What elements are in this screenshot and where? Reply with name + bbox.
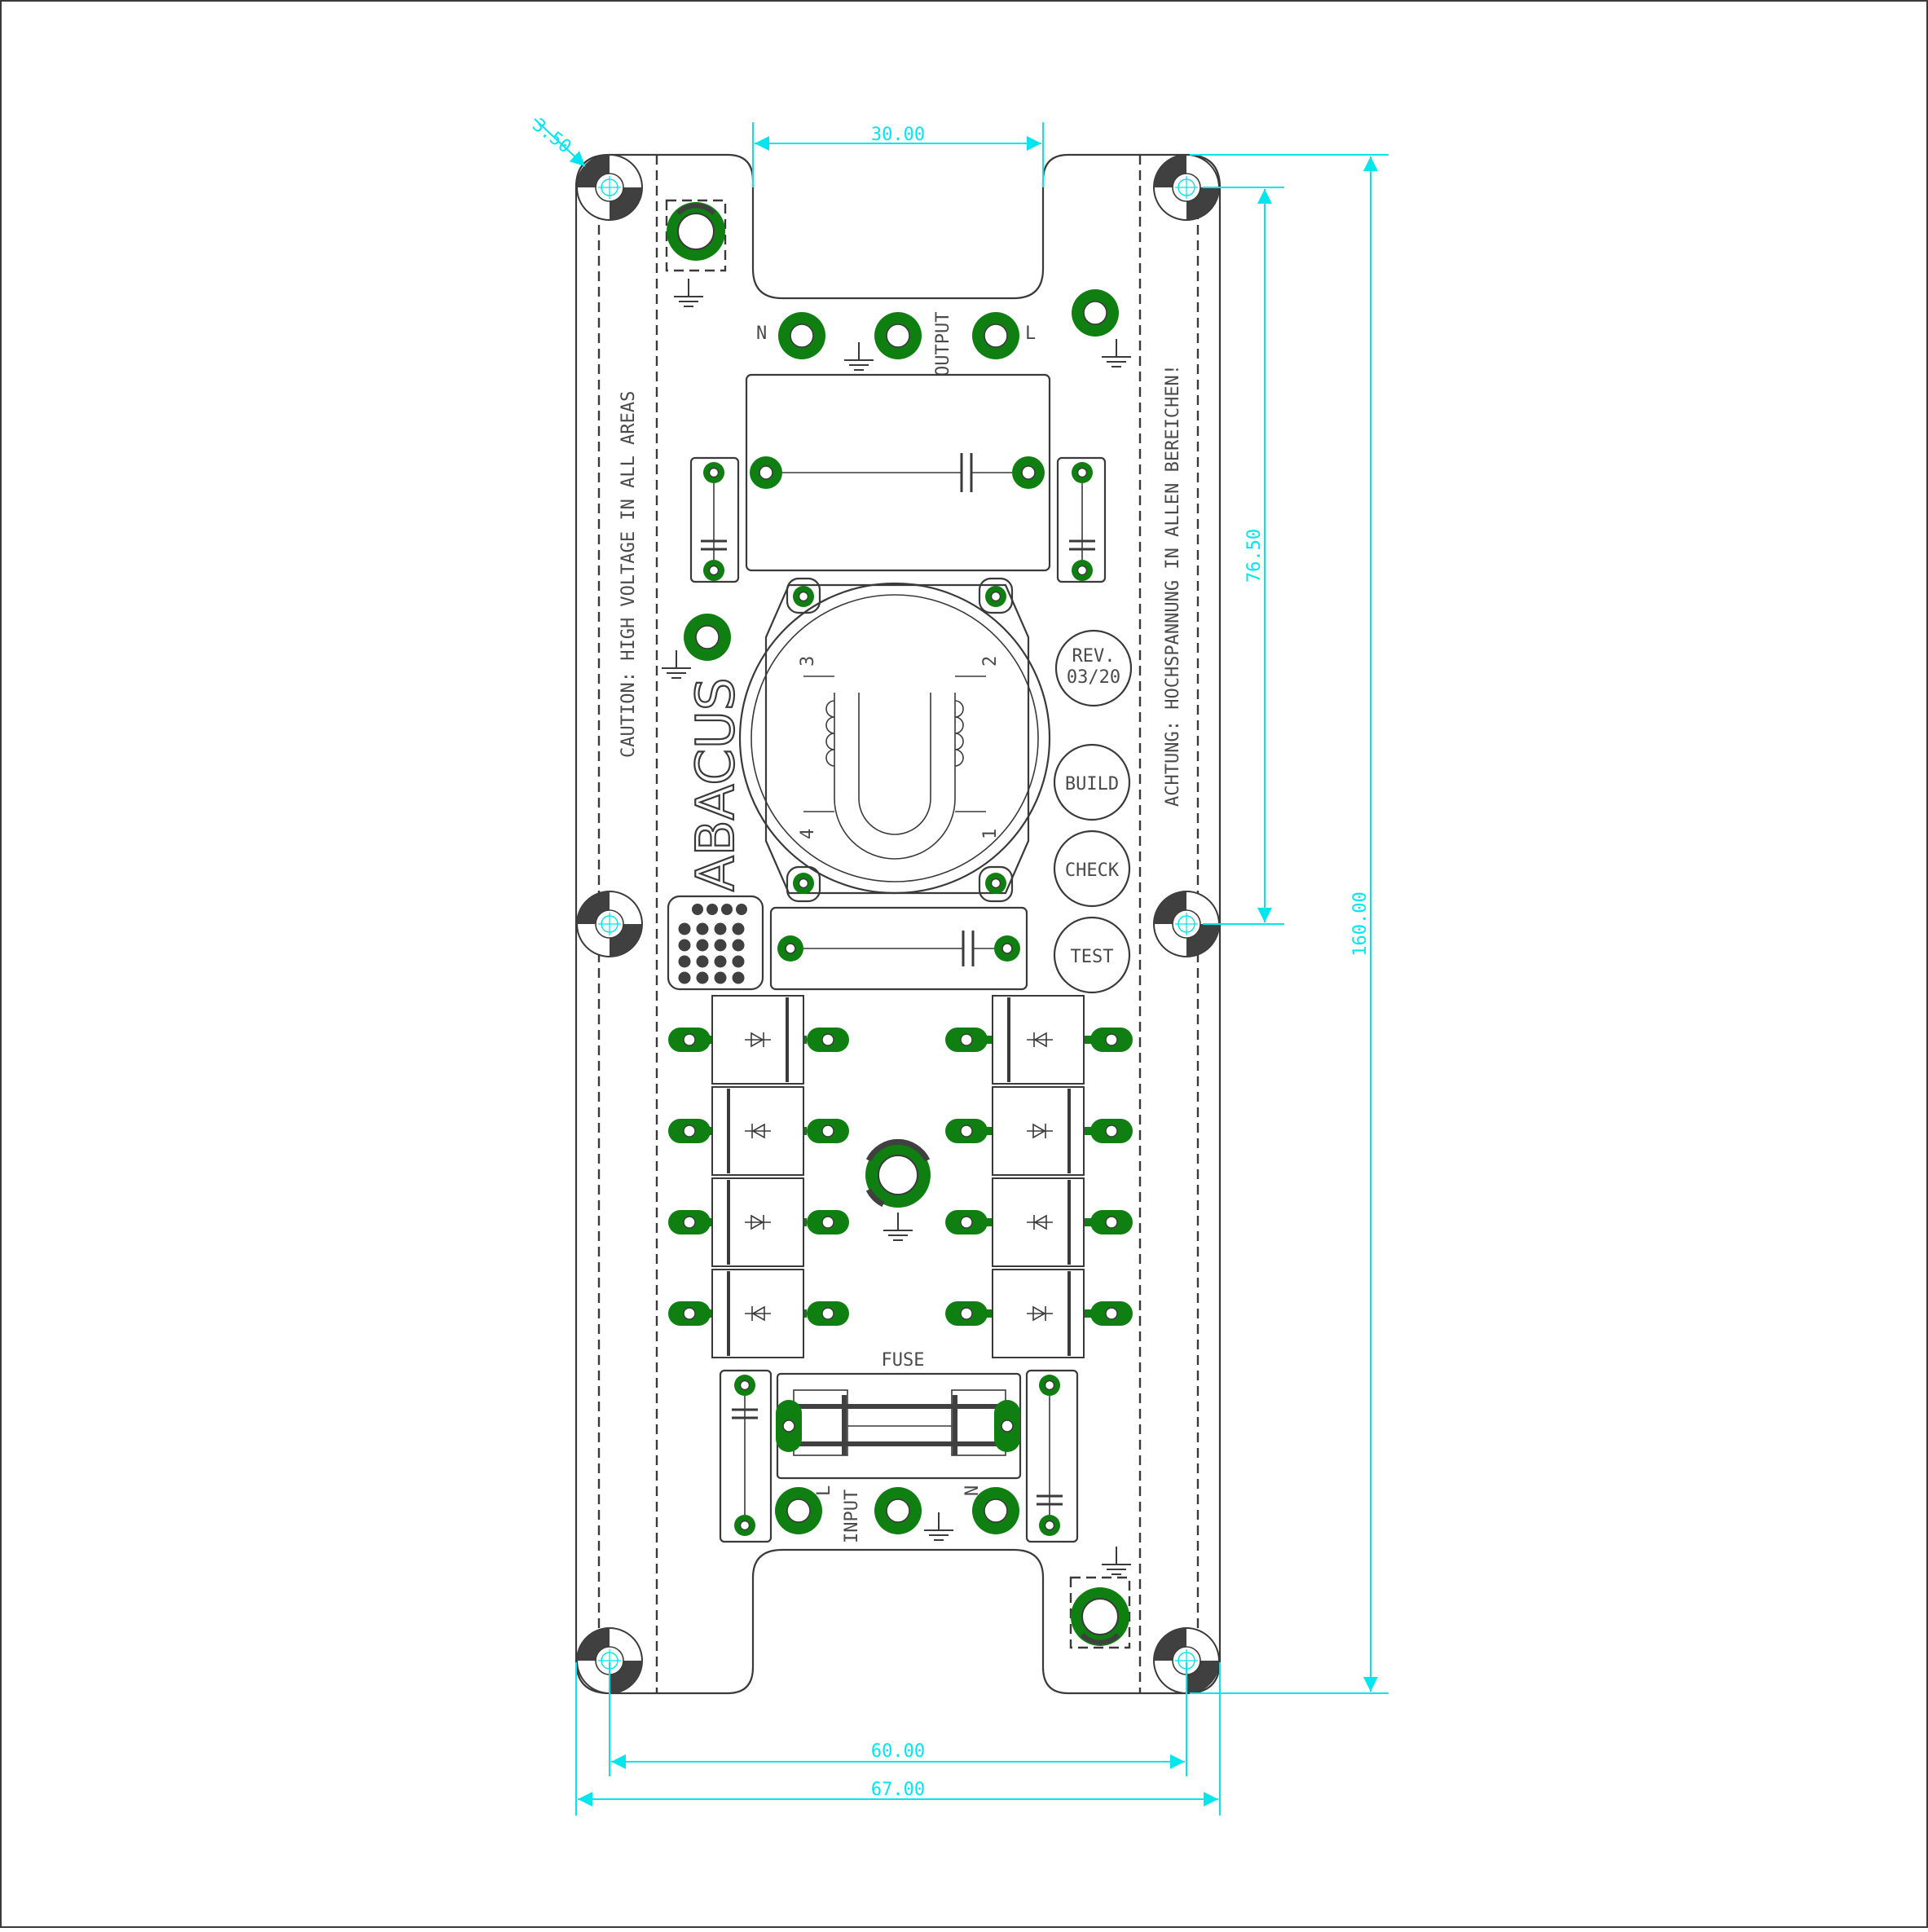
dim-mount-spacing: 76.50 xyxy=(1244,529,1265,583)
output-n-label: N xyxy=(756,323,767,344)
build-label: BUILD xyxy=(1065,774,1119,794)
mounting-hole-icon xyxy=(576,154,643,221)
fuse-label: FUSE xyxy=(882,1350,925,1371)
y-capacitor-bottom-right xyxy=(1025,1369,1079,1543)
caution-text-de: ACHTUNG: HOCHSPANNUNG IN ALLEN BEREICHEN… xyxy=(1163,364,1183,807)
input-l-label: L xyxy=(814,1485,834,1496)
brand-logo-text: ABACUS xyxy=(686,678,746,892)
ground-icon xyxy=(1101,338,1132,367)
rectifier-diode-right xyxy=(945,995,1133,1085)
diode-pad xyxy=(668,1301,711,1326)
coil-pin-label: 1 xyxy=(980,829,1001,839)
diode-pad xyxy=(668,1028,711,1052)
rectifier-diode-left xyxy=(668,1086,849,1176)
stud-outline xyxy=(1069,1576,1131,1649)
ground-icon xyxy=(843,341,874,371)
coil-pin-label: 4 xyxy=(798,829,818,839)
ground-icon xyxy=(923,1512,954,1541)
chassis-ground-pad xyxy=(1071,288,1120,337)
common-mode-choke: 3 2 4 1 xyxy=(738,577,1051,903)
diode-pad xyxy=(945,1210,988,1234)
x-capacitor-mid xyxy=(769,906,1028,991)
output-n-pad xyxy=(777,311,826,360)
dim-slot-width: 30.00 xyxy=(871,125,925,145)
diode-pad xyxy=(1090,1210,1133,1234)
diode-array xyxy=(668,995,1133,1358)
rev-date-label: 03/20 xyxy=(1067,667,1120,688)
diode-pad xyxy=(668,1210,711,1234)
fuse-icon xyxy=(776,1389,1020,1456)
board-outline xyxy=(574,153,1222,1695)
rectifier-diode-right xyxy=(945,1086,1133,1176)
output-ground-pad xyxy=(874,311,922,360)
rectifier-diode-left xyxy=(668,1177,849,1267)
ground-icon xyxy=(661,649,692,679)
dim-mount-width: 60.00 xyxy=(871,1741,925,1762)
rev-label: REV. xyxy=(1072,646,1116,667)
diode-icon xyxy=(1027,1305,1053,1322)
diode-icon xyxy=(745,1123,771,1139)
check-circle xyxy=(1053,830,1131,908)
input-n-label: N xyxy=(962,1485,983,1496)
diode-pad xyxy=(1090,1301,1133,1326)
diode-icon xyxy=(1027,1123,1053,1139)
diode-pad xyxy=(945,1028,988,1052)
coil-pin-label: 2 xyxy=(980,656,1001,667)
diode-pad xyxy=(945,1301,988,1326)
y-capacitor-left xyxy=(689,456,740,583)
input-label: INPUT xyxy=(842,1490,862,1543)
ground-icon xyxy=(1101,1546,1132,1575)
test-circle xyxy=(1053,916,1131,994)
diode-pad xyxy=(807,1210,849,1234)
rectifier-diode-left xyxy=(668,995,849,1085)
dim-board-height: 160.00 xyxy=(1350,891,1371,956)
x-capacitor-body xyxy=(745,373,1051,572)
rectifier-diode-left xyxy=(668,1269,849,1358)
ground-pad xyxy=(683,613,732,662)
mounting-hole-icon xyxy=(576,891,643,957)
diode-icon xyxy=(745,1032,771,1048)
caution-text-en: CAUTION: HIGH VOLTAGE IN ALL AREAS xyxy=(618,391,639,758)
logo-grid-icon xyxy=(667,895,764,991)
diode-pad xyxy=(807,1028,849,1052)
dim-board-width: 67.00 xyxy=(871,1780,925,1800)
rectifier-diode-right xyxy=(945,1177,1133,1267)
diode-icon xyxy=(745,1305,771,1322)
input-ground-pad xyxy=(874,1486,922,1535)
diode-icon xyxy=(1027,1214,1053,1230)
output-l-pad xyxy=(971,311,1020,360)
stud-outline xyxy=(665,199,727,272)
rev-circle xyxy=(1054,629,1133,707)
diode-pad xyxy=(1090,1119,1133,1143)
inductor-icon xyxy=(825,700,964,767)
test-label: TEST xyxy=(1071,947,1114,967)
diode-pad xyxy=(668,1119,711,1143)
y-capacitor-right xyxy=(1056,456,1107,583)
coil-pin-label: 3 xyxy=(798,656,818,667)
output-label: OUTPUT xyxy=(933,312,953,376)
y-capacitor-bottom-left xyxy=(719,1369,773,1543)
rectifier-diode-right xyxy=(945,1269,1133,1358)
build-circle xyxy=(1053,743,1131,821)
diode-pad xyxy=(807,1119,849,1143)
output-l-label: L xyxy=(1025,323,1036,344)
diode-icon xyxy=(745,1214,771,1230)
diode-pad xyxy=(945,1119,988,1143)
diode-icon xyxy=(1027,1032,1053,1048)
ground-icon xyxy=(883,1212,913,1241)
check-label: CHECK xyxy=(1065,860,1120,881)
ground-icon xyxy=(673,278,704,307)
diode-pad xyxy=(1090,1028,1133,1052)
diode-pad xyxy=(807,1301,849,1326)
